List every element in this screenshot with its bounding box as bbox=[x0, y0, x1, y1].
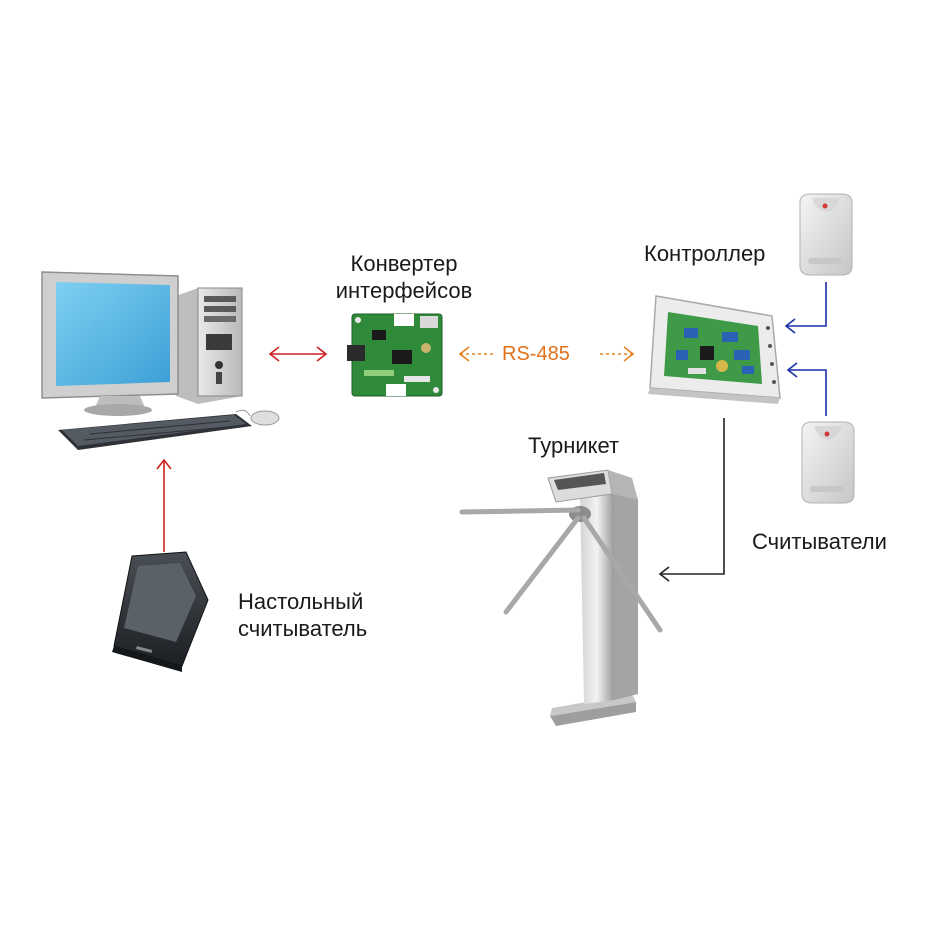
converter-label-line2: интерфейсов bbox=[335, 278, 473, 303]
desktop-reader-icon bbox=[112, 551, 209, 672]
readers-label: Считыватели bbox=[752, 529, 887, 554]
turnstile-icon bbox=[459, 469, 663, 726]
converter-board-icon bbox=[347, 313, 443, 397]
controller-icon bbox=[648, 295, 781, 404]
reader-controller-arrow-bottom bbox=[786, 362, 827, 416]
reader-controller-arrow-top bbox=[784, 282, 827, 334]
rs485-label: RS-485 bbox=[502, 343, 570, 365]
desktop-reader-arrow bbox=[156, 458, 172, 552]
desktop-reader-label: Настольный считыватель bbox=[238, 588, 367, 642]
rs485-arrow bbox=[458, 346, 635, 362]
converter-label: Конвертер интерфейсов bbox=[320, 250, 488, 304]
controller-turnstile-arrow bbox=[658, 418, 725, 582]
turnstile-label: Турникет bbox=[528, 433, 620, 458]
pc-converter-arrow bbox=[268, 346, 328, 362]
wall-reader-icon bbox=[799, 193, 853, 276]
converter-label-line1: Конвертер bbox=[350, 251, 458, 276]
desktop-reader-label-line2: считыватель bbox=[238, 616, 368, 641]
controller-label: Контроллер bbox=[644, 241, 766, 266]
desktop-reader-label-line1: Настольный bbox=[238, 589, 364, 614]
computer-icon bbox=[41, 271, 280, 450]
wall-reader-icon bbox=[801, 421, 855, 504]
